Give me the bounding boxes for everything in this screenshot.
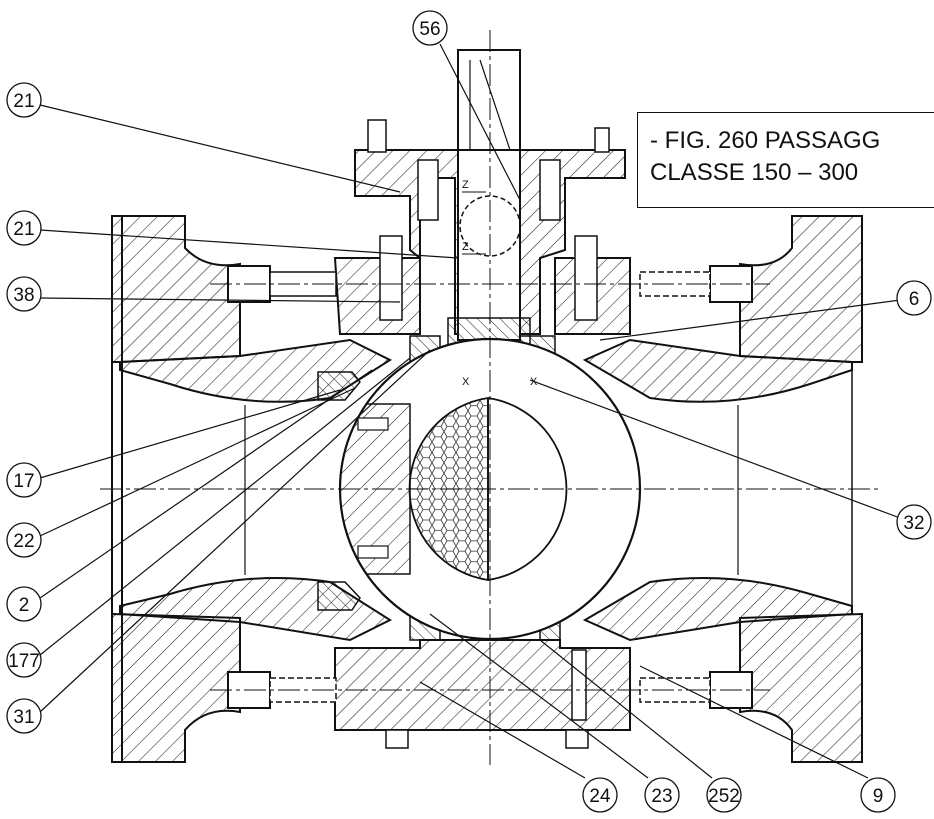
callout-31-label: 31 (13, 707, 34, 728)
right-body (582, 215, 863, 763)
callout-38-label: 38 (13, 285, 34, 306)
callout-252-label: 252 (708, 786, 740, 807)
callout-2-label: 2 (19, 595, 30, 616)
callout-24: 24 (582, 777, 618, 813)
left-body (111, 215, 393, 763)
callout-6-label: 6 (909, 289, 920, 310)
callout-2: 2 (6, 586, 42, 622)
callout-24-label: 24 (589, 786, 611, 807)
callout-23-label: 23 (651, 786, 672, 807)
figure-title-box: - FIG. 260 PASSAGG CLASSE 150 – 300 (637, 112, 934, 208)
callout-9-label: 9 (873, 786, 884, 807)
callout-22-label: 22 (13, 531, 34, 552)
callout-21-upper: 21 (6, 82, 42, 118)
callout-9: 9 (860, 777, 896, 813)
leader-lines (39, 43, 901, 779)
centerlines (100, 30, 880, 765)
callout-23: 23 (644, 777, 680, 813)
callout-32: 32 (896, 504, 932, 540)
callout-38: 38 (6, 276, 42, 312)
callout-21-lower: 21 (6, 210, 42, 246)
section-mark-z1: Z (462, 179, 469, 191)
section-mark-x1: X (462, 376, 470, 388)
callout-56-label: 56 (419, 19, 440, 40)
stem (447, 49, 531, 361)
section-mark-z2: Z (462, 241, 469, 253)
callout-177: 177 (6, 642, 42, 678)
callout-21-upper-label: 21 (13, 91, 34, 112)
callout-252: 252 (706, 777, 742, 813)
figure-title-line2: CLASSE 150 – 300 (650, 159, 859, 186)
callout-22: 22 (6, 522, 42, 558)
callout-21-lower-label: 21 (13, 219, 34, 240)
callout-6: 6 (896, 280, 932, 316)
callout-177-label: 177 (8, 651, 40, 672)
callout-17: 17 (6, 462, 42, 498)
figure-title-line1: - FIG. 260 PASSAGG (650, 127, 881, 154)
callout-31: 31 (6, 698, 42, 734)
callout-32-label: 32 (903, 513, 924, 534)
callout-17-label: 17 (13, 471, 34, 492)
callout-56: 56 (412, 10, 448, 46)
